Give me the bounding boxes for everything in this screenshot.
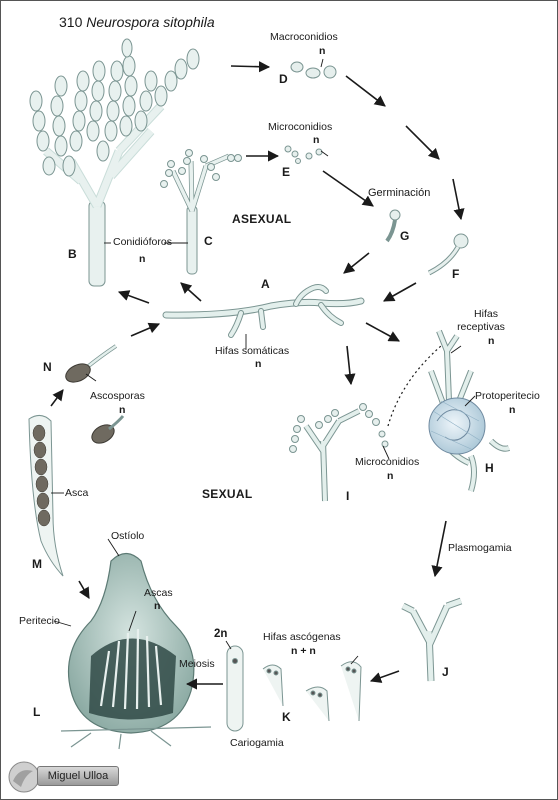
label-microconidios-top: Microconidios [268, 121, 333, 133]
label-ostiolo: Ostíolo [111, 530, 145, 542]
stage-letter-c: C [204, 234, 213, 248]
section-asexual: ASEXUAL [232, 212, 292, 226]
stage-letter-a: A [261, 277, 270, 291]
leader-lines [51, 58, 476, 665]
label-hifas-receptivas-1: Hifas [474, 308, 498, 320]
somatic-hyphae-a [162, 284, 365, 338]
label-ascas-ploidy: n [154, 600, 161, 612]
macroconidia-d [290, 61, 337, 79]
label-hifas-receptivas-ploidy: n [488, 335, 495, 347]
label-meiosis-ploidy: 2n [214, 628, 228, 640]
microconidia-e [284, 145, 323, 164]
label-hifas-ascogenas-ploidy: n + n [291, 645, 316, 657]
stage-letter-f: F [452, 267, 460, 281]
figure-number: 310 [59, 14, 83, 30]
figure-title: 310 Neurospora sitophila [59, 14, 215, 30]
fertilization-dotted-path [387, 345, 442, 427]
species-name: Neurospora sitophila [86, 14, 215, 30]
stage-letter-h: H [485, 461, 494, 475]
stage-letter-i: I [346, 489, 350, 503]
label-protoperitecio: Protoperitecio [475, 390, 540, 402]
ascus-m [28, 415, 64, 577]
stage-letter-m: M [32, 557, 42, 571]
section-sexual: SEXUAL [202, 487, 253, 501]
label-macroconidios-ploidy: n [319, 45, 326, 57]
label-conidioforos-ploidy: n [139, 253, 146, 265]
label-ascosporas: Ascosporas [90, 390, 145, 402]
cycle-arrows [50, 61, 465, 690]
stage-letter-g: G [400, 229, 410, 243]
label-peritecio: Peritecio [19, 615, 60, 627]
stage-letter-j: J [442, 665, 449, 679]
conidiophore-c [160, 149, 242, 275]
label-hifas-somaticas-ploidy: n [255, 358, 262, 370]
germinating-spores [385, 209, 469, 276]
label-meiosis: Meiosis [179, 658, 215, 670]
stage-letter-b: B [68, 247, 77, 261]
ascospores-n [65, 344, 125, 444]
label-protoperitecio-ploidy: n [509, 404, 516, 416]
label-plasmogamia: Plasmogamia [448, 542, 512, 554]
label-macroconidios: Macroconidios [270, 31, 338, 43]
label-germinacion: Germinación [368, 187, 431, 199]
author-name: Miguel Ulloa [37, 766, 119, 786]
label-hifas-somaticas: Hifas somáticas [215, 345, 290, 357]
label-conidioforos: Conidióforos [113, 236, 172, 248]
ascogenous-hyphae-k [226, 645, 362, 732]
stage-letter-k: K [282, 710, 291, 724]
protoperithecium-h [428, 329, 511, 492]
label-microconidios-top-ploidy: n [313, 134, 320, 146]
stage-letter-n: N [43, 360, 52, 374]
stage-letter-l: L [33, 705, 41, 719]
microconidiophore-i [289, 403, 389, 502]
label-microconidios-bottom: Microconidios [355, 456, 420, 468]
author-credit: Miguel Ulloa [7, 759, 157, 795]
label-microconidios-bottom-ploidy: n [387, 470, 394, 482]
label-asca: Asca [65, 487, 89, 499]
stage-letter-d: D [279, 72, 288, 86]
fusion-j [401, 597, 463, 682]
label-cariogamia: Cariogamia [230, 737, 284, 749]
conidiophore-b [29, 38, 200, 287]
label-hifas-receptivas-2: receptivas [457, 321, 505, 333]
author-logo-icon [8, 761, 40, 793]
stage-letter-e: E [282, 165, 291, 179]
perithecium-l [60, 552, 212, 750]
label-ascosporas-ploidy: n [119, 404, 126, 416]
label-hifas-ascogenas: Hifas ascógenas [263, 631, 341, 643]
label-ascas: Ascas [144, 587, 173, 599]
